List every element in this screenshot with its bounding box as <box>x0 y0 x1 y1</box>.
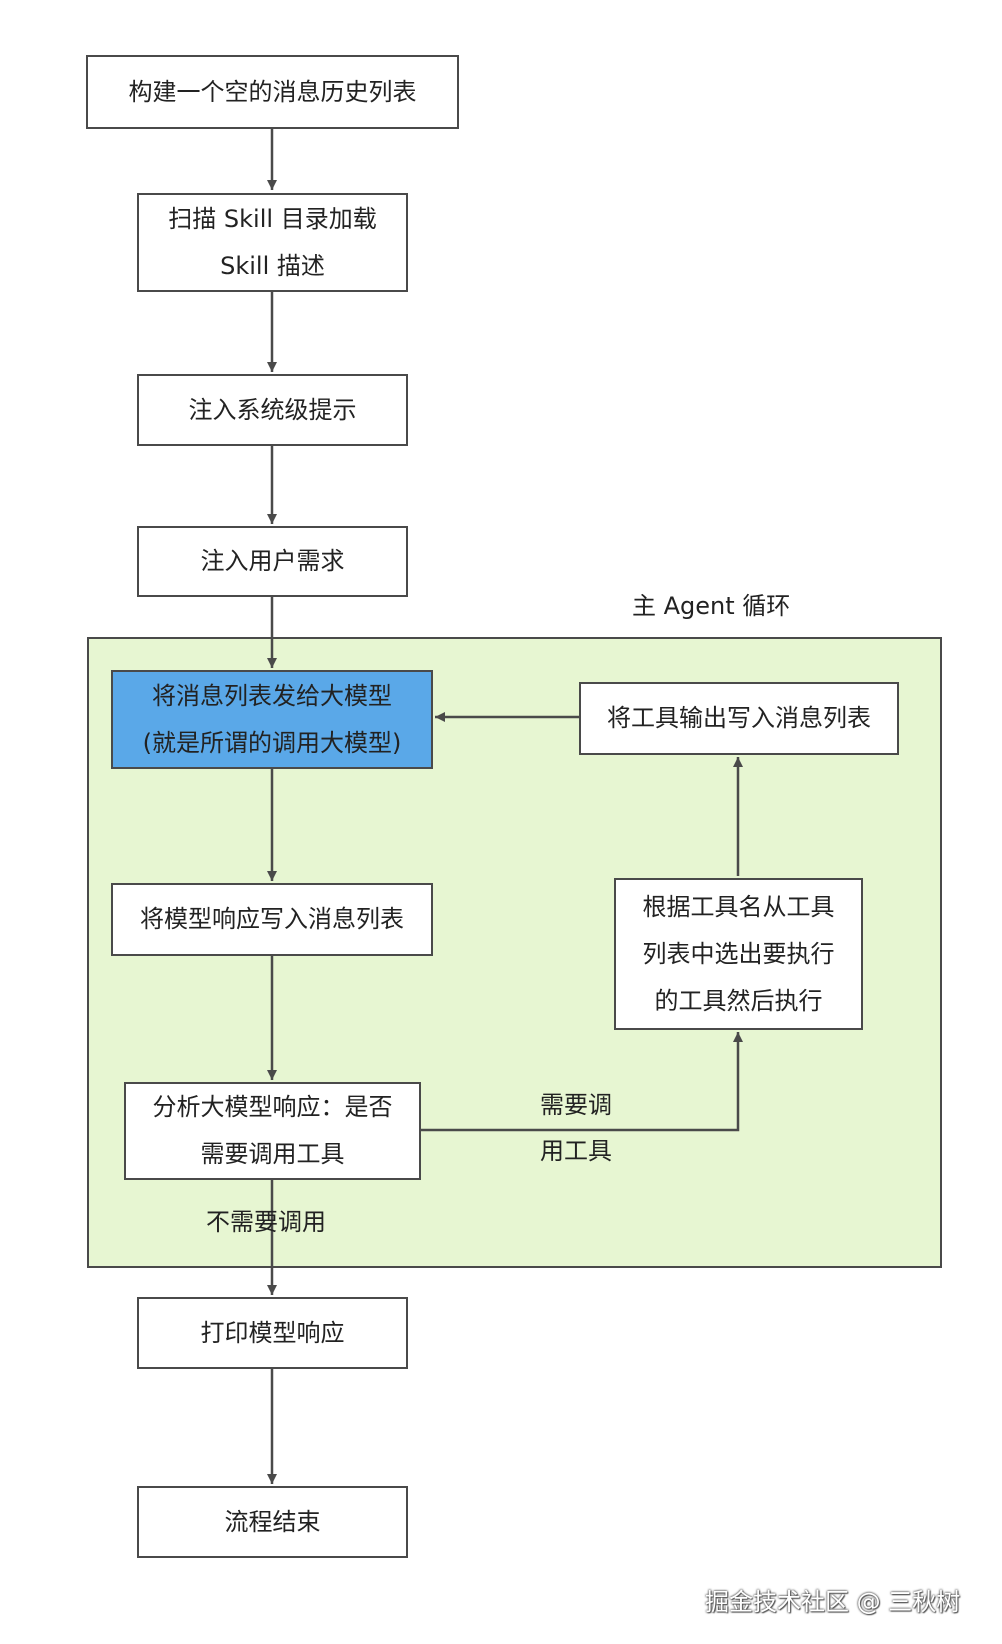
node-text-line: 扫描 Skill 目录加载 <box>168 204 377 233</box>
edge-label-no-tool: 不需要调用 <box>206 1208 326 1236</box>
node-text-line: 打印模型响应 <box>200 1318 345 1347</box>
node-text-line: 构建一个空的消息历史列表 <box>128 77 417 106</box>
node-inject-system-prompt: 注入系统级提示 <box>137 374 408 446</box>
edge-analyze-to-select-tool <box>421 1032 743 1132</box>
node-select-and-run-tool: 根据工具名从工具 列表中选出要执行 的工具然后执行 <box>614 878 863 1030</box>
node-text-line: 的工具然后执行 <box>654 986 823 1015</box>
node-print-response: 打印模型响应 <box>137 1297 408 1369</box>
node-text-line: 注入用户需求 <box>200 547 345 575</box>
node-analyze-response: 分析大模型响应：是否 需要调用工具 <box>124 1082 421 1180</box>
node-write-tool-output: 将工具输出写入消息列表 <box>579 682 899 755</box>
edge-label-needs-tool: 需要调 用工具 <box>540 1082 612 1174</box>
edge-label-line: 需要调 <box>540 1091 612 1119</box>
edge-label-line: 用工具 <box>540 1137 612 1165</box>
node-text-line: 将模型响应写入消息列表 <box>140 905 404 933</box>
node-end: 流程结束 <box>137 1486 408 1558</box>
node-send-to-llm: 将消息列表发给大模型 (就是所谓的调用大模型) <box>111 670 433 769</box>
node-text-line: 列表中选出要执行 <box>642 939 835 968</box>
node-text-line: 将工具输出写入消息列表 <box>607 704 871 732</box>
node-text-line: 流程结束 <box>224 1507 321 1536</box>
node-write-model-response: 将模型响应写入消息列表 <box>111 883 433 956</box>
node-text-line: 分析大模型响应：是否 <box>152 1093 393 1121</box>
node-text-line: 根据工具名从工具 <box>642 892 835 921</box>
node-text-line: 注入系统级提示 <box>188 395 357 424</box>
watermark: 掘金技术社区 @ 三秋树 <box>705 1588 961 1616</box>
node-text-line: 需要调用工具 <box>200 1140 345 1168</box>
node-text-line: Skill 描述 <box>220 251 325 280</box>
loop-title: 主 Agent 循环 <box>632 592 791 620</box>
node-text-line: (就是所谓的调用大模型) <box>142 728 402 757</box>
node-text-line: 将消息列表发给大模型 <box>152 681 392 710</box>
node-inject-user-request: 注入用户需求 <box>137 526 408 597</box>
node-init-history: 构建一个空的消息历史列表 <box>86 55 459 129</box>
node-scan-skills: 扫描 Skill 目录加载 Skill 描述 <box>137 193 408 292</box>
